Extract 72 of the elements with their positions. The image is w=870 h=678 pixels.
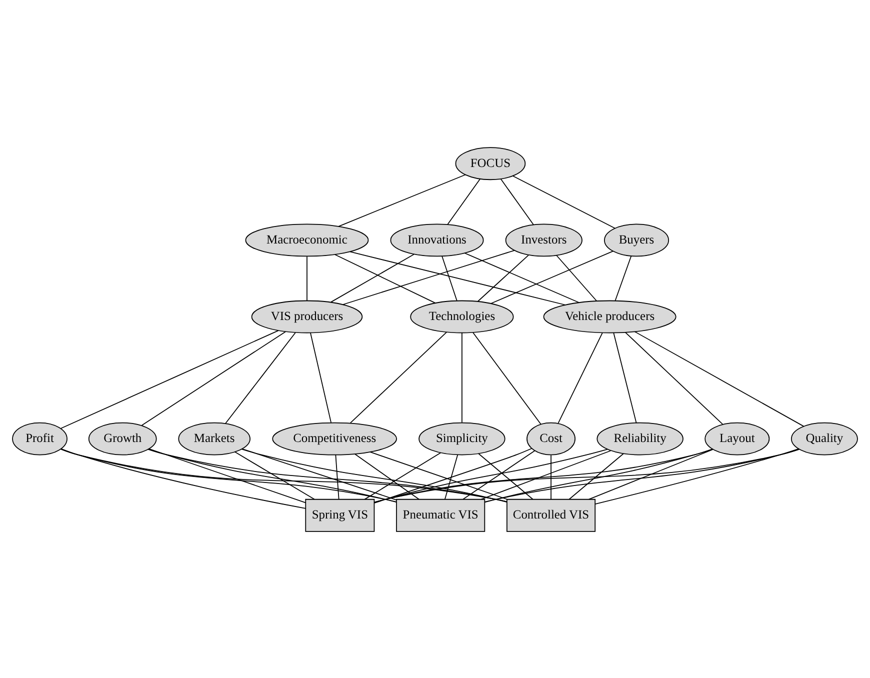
connector [588,448,714,500]
connector [241,448,508,502]
node-ellipse: VIS producers [251,300,363,333]
connector [484,448,800,502]
connector [374,448,800,502]
connector [478,452,534,500]
connector [464,252,580,302]
connector [568,452,624,500]
node-ellipse: Cost [526,422,576,455]
connector [614,255,632,301]
connector [338,174,466,226]
node-ellipse: Vehicle producers [543,300,676,333]
connector [374,448,714,502]
connector [512,175,616,228]
connector [60,448,508,502]
node-box: Controlled VIS [506,498,596,532]
connector [550,454,552,500]
connector [234,451,315,500]
node-ellipse: Macroeconomic [245,223,369,256]
connector [306,256,308,301]
connector [225,332,296,424]
connector [148,448,508,502]
connector [342,249,515,304]
connector [374,448,608,503]
node-ellipse: Reliability [596,422,684,455]
node-ellipse: Competitiveness [272,422,397,455]
connector [60,330,279,428]
node-ellipse: Layout [704,422,770,455]
connector [500,178,534,225]
connector [444,454,458,500]
connector [148,448,397,502]
connector [330,253,414,302]
connector [442,255,458,301]
connector [634,330,804,426]
connector [61,448,306,508]
connector [335,454,340,500]
connector [334,254,436,303]
connector [480,450,612,500]
connector [141,330,286,426]
node-ellipse: FOCUS [455,146,526,180]
connector [310,332,332,422]
connector [477,254,529,302]
connector [484,448,713,502]
connector [350,331,448,423]
connector [447,178,481,224]
connector [613,332,637,423]
connector [148,448,306,503]
node-ellipse: Profit [12,422,68,455]
connector [624,331,724,424]
node-ellipse: Innovations [390,223,484,256]
node-box: Spring VIS [305,498,375,532]
node-ellipse: Markets [178,422,250,455]
node-ellipse: Growth [88,422,157,455]
connector [462,450,536,500]
node-ellipse: Simplicity [418,422,506,455]
connector [556,254,598,301]
connector [472,332,542,424]
connector [370,451,508,500]
connector [364,452,442,500]
connector [60,448,397,502]
node-ellipse: Technologies [410,300,514,333]
connector [354,453,420,500]
node-ellipse: Buyers [604,223,670,256]
connector [242,448,397,500]
connector [490,250,614,304]
connector [594,448,800,504]
node-ellipse: Quality [790,422,858,455]
node-box: Pneumatic VIS [396,498,486,532]
node-ellipse: Investors [505,223,582,256]
connector [374,448,532,503]
connector [558,332,603,424]
connector [350,250,566,305]
